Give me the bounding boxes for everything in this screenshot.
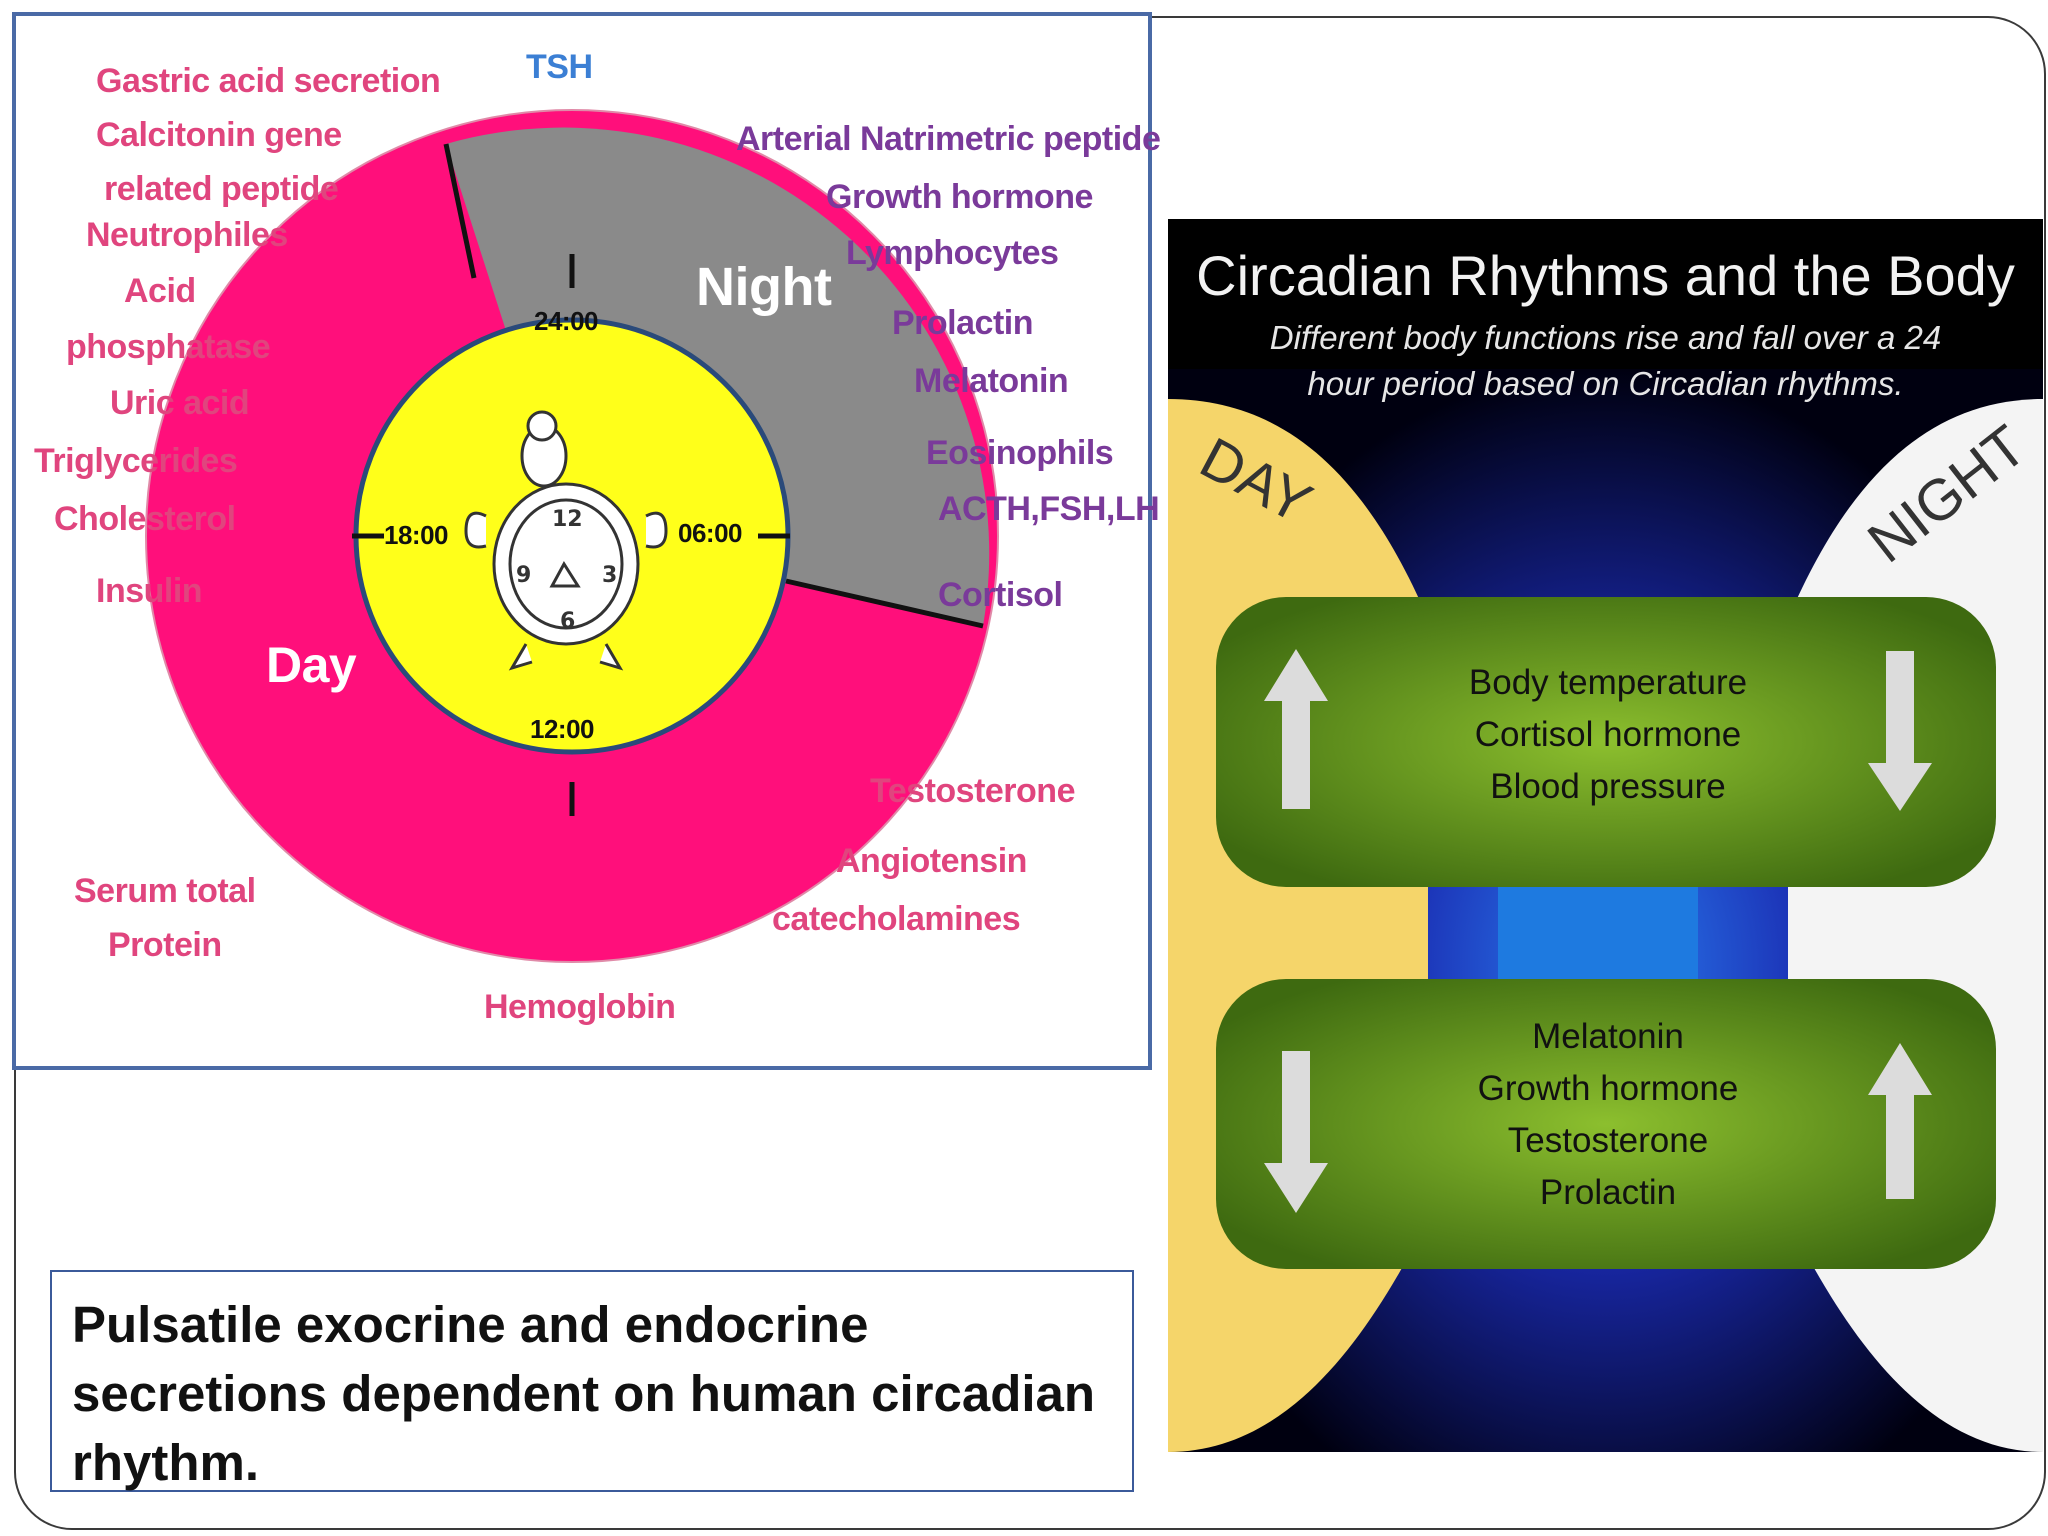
label-catecholamines: catecholamines <box>772 900 1021 938</box>
panel-title: Circadian Rhythms and the Body <box>1196 244 2015 307</box>
bottom-pill <box>1216 979 1996 1269</box>
svg-text:3: 3 <box>602 563 617 588</box>
label-phosphatase: phosphatase <box>66 328 271 366</box>
label-hemoglobin: Hemoglobin <box>484 988 676 1026</box>
circadian-rhythms-panel: DAY NIGHT Circadian Rhythms and the Body… <box>1168 219 2043 1452</box>
arrow-up-icon-top <box>1264 649 1328 809</box>
top-pill <box>1216 597 1996 887</box>
bottom-pill-item: Melatonin <box>1532 1017 1684 1056</box>
time-18: 18:00 <box>384 520 449 550</box>
clock-graphic: 12 9 3 6 <box>145 109 999 963</box>
arrow-down-icon-top <box>1868 651 1932 811</box>
label-triglycerides: Triglycerides <box>34 442 238 480</box>
label-insulin: Insulin <box>96 572 203 610</box>
bottom-pill-item: Testosterone <box>1507 1121 1709 1160</box>
time-06: 06:00 <box>678 518 743 548</box>
label-lymphocytes: Lymphocytes <box>846 234 1059 272</box>
panel-subtitle-1: Different body functions rise and fall o… <box>1269 319 1942 356</box>
svg-text:9: 9 <box>516 563 531 588</box>
label-tsh: TSH <box>526 48 593 86</box>
arrow-down-icon-bottom <box>1264 1051 1328 1213</box>
time-12: 12:00 <box>530 714 595 744</box>
label-testosterone: Testosterone <box>870 772 1075 810</box>
label-angiotensin: Angiotensin <box>836 842 1027 880</box>
time-24: 24:00 <box>534 306 599 336</box>
panel-subtitle-2: hour period based on Circadian rhythms. <box>1307 365 1904 402</box>
label-acth-fsh-lh: ACTH,FSH,LH <box>938 490 1160 528</box>
night-label: Night <box>696 257 832 317</box>
label-protein: Protein <box>108 926 222 964</box>
label-prolactin: Prolactin <box>892 304 1033 342</box>
bottom-pill-list: Melatonin Growth hormone Testosterone Pr… <box>1388 1011 1828 1219</box>
top-pill-item: Blood pressure <box>1490 767 1726 806</box>
divider-right <box>785 578 984 629</box>
label-gastric-acid: Gastric acid secretion <box>96 62 441 100</box>
bottom-pill-item: Prolactin <box>1539 1173 1677 1212</box>
label-cortisol: Cortisol <box>938 576 1063 614</box>
divider-top <box>443 143 477 279</box>
top-pill-list: Body temperature Cortisol hormone Blood … <box>1388 657 1828 813</box>
label-neutrophiles: Neutrophiles <box>86 216 288 254</box>
label-calcitonin: Calcitonin gene <box>96 116 342 154</box>
caption-text: Pulsatile exocrine and endocrine secreti… <box>72 1296 1096 1491</box>
label-eosinophils: Eosinophils <box>926 434 1114 472</box>
svg-text:12: 12 <box>552 507 583 532</box>
svg-text:6: 6 <box>560 609 575 634</box>
top-pill-item: Body temperature <box>1468 663 1748 702</box>
label-acid: Acid <box>124 272 196 310</box>
label-growth-hormone: Growth hormone <box>826 178 1093 216</box>
label-arterial-peptide: Arterial Natrimetric peptide <box>736 120 1161 158</box>
bottom-pill-item: Growth hormone <box>1477 1069 1739 1108</box>
label-related-peptide: related peptide <box>104 170 339 208</box>
arrow-up-icon-bottom <box>1868 1043 1932 1199</box>
caption-box: Pulsatile exocrine and endocrine secreti… <box>50 1270 1134 1492</box>
label-melatonin: Melatonin <box>914 362 1069 400</box>
rhythm-graphic: DAY NIGHT <box>1168 219 2043 1452</box>
alarm-clock-icon <box>464 410 668 671</box>
top-pill-item: Cortisol hormone <box>1474 715 1742 754</box>
circadian-clock-diagram: 12 9 3 6 Day Night 24:00 06:00 12:00 18:… <box>12 12 1161 1070</box>
label-cholesterol: Cholesterol <box>54 500 236 538</box>
day-label: Day <box>266 637 357 693</box>
label-serum-total: Serum total <box>74 872 256 910</box>
label-uric-acid: Uric acid <box>110 384 250 422</box>
